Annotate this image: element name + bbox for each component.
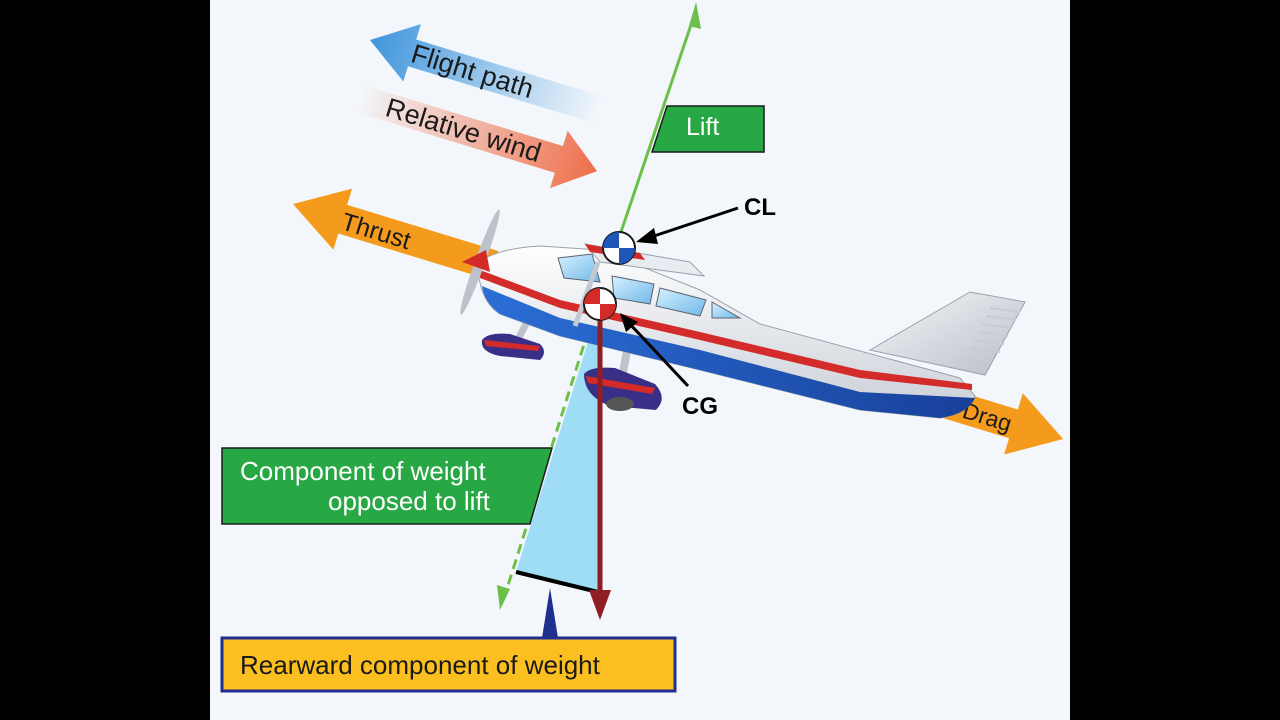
- main-gear: [584, 344, 662, 411]
- rearward-label-box: Rearward component of weight: [220, 636, 677, 693]
- lift-label-box: Lift: [650, 105, 765, 153]
- nose-gear: [481, 318, 544, 360]
- fuselage-red-stripe: [480, 270, 972, 390]
- weight-opposed-line2: opposed to lift: [328, 486, 491, 516]
- center-of-lift-marker: [602, 231, 636, 265]
- aft-window: [711, 301, 742, 319]
- windshield: [557, 253, 601, 283]
- weight-component-triangle: [516, 310, 598, 592]
- cg-label: CG: [682, 393, 718, 420]
- lift-label: Lift: [686, 113, 719, 141]
- cl-pointer: [647, 206, 739, 240]
- airplane: [460, 209, 1026, 419]
- weight-opposed-label-box: Component of weight opposed to lift: [221, 447, 553, 525]
- weight-arrowhead: [589, 590, 611, 620]
- rearward-pointer: [542, 588, 558, 638]
- fuselage-blue-stripe: [482, 286, 975, 418]
- rearward-label: Rearward component of weight: [240, 650, 601, 680]
- flight-path-label: Flight path: [408, 39, 537, 105]
- spinner: [462, 250, 490, 272]
- left-letterbox: [0, 0, 210, 720]
- lift-arrowhead: [689, 2, 701, 29]
- relative-wind-label: Relative wind: [382, 92, 544, 168]
- weight-opposed-arrowhead: [497, 585, 510, 610]
- vertical-stabilizer: [868, 291, 1026, 376]
- center-of-gravity-marker: [583, 287, 617, 321]
- cabin-window-front: [611, 275, 655, 305]
- cabin-window-rear: [655, 287, 707, 317]
- weight-opposed-vector: [502, 299, 600, 599]
- rearward-component-line: [515, 570, 599, 594]
- weight-opposed-line1: Component of weight: [240, 456, 486, 486]
- cl-label: CL: [744, 194, 776, 221]
- cg-pointer: [626, 320, 690, 388]
- right-letterbox: [1070, 0, 1280, 720]
